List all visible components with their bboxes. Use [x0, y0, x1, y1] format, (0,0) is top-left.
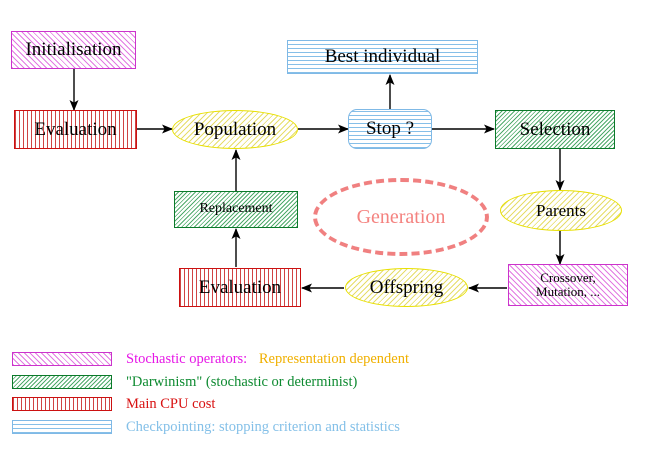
node-label: Replacement — [199, 201, 273, 217]
legend-swatch-stochastic-operators — [12, 352, 112, 366]
node-best-individual[interactable]: Best individual — [287, 40, 478, 74]
node-label: Crossover, Mutation, ... — [536, 270, 600, 299]
legend-swatch-checkpointing — [12, 420, 112, 434]
node-label: Evaluation — [198, 276, 282, 298]
node-label: Parents — [535, 200, 587, 220]
legend-row: Checkpointing: stopping criterion and st… — [12, 416, 400, 438]
node-variation[interactable]: Crossover, Mutation, ... — [508, 264, 628, 306]
node-evaluation-top[interactable]: Evaluation — [14, 110, 137, 149]
legend-swatch-darwinism — [12, 375, 112, 389]
node-selection[interactable]: Selection — [495, 110, 615, 149]
node-label: Population — [193, 118, 277, 140]
node-population[interactable]: Population — [172, 110, 298, 149]
node-offspring[interactable]: Offspring — [345, 268, 468, 307]
node-label: Generation — [356, 205, 446, 228]
legend-label: Checkpointing: stopping criterion and st… — [126, 418, 400, 435]
legend-sublabel: Representation dependent — [258, 350, 410, 367]
legend-label: Main CPU cost — [126, 395, 216, 412]
node-label: Stop ? — [365, 118, 415, 140]
legend-row: Main CPU cost — [12, 393, 215, 415]
node-label: Offspring — [369, 276, 444, 298]
node-label: Evaluation — [34, 118, 117, 140]
node-initialisation[interactable]: Initialisation — [11, 31, 136, 69]
node-label: Best individual — [324, 46, 441, 68]
node-stop[interactable]: Stop ? — [348, 109, 432, 149]
legend-row: Stochastic operators: Representation dep… — [12, 348, 409, 370]
node-parents[interactable]: Parents — [500, 190, 622, 231]
legend-label-group: Stochastic operators: Representation dep… — [126, 351, 409, 368]
legend: Stochastic operators: Representation dep… — [0, 340, 670, 465]
node-replacement[interactable]: Replacement — [174, 191, 298, 228]
node-generation: Generation — [313, 178, 489, 256]
node-label: Selection — [519, 118, 591, 140]
legend-label: "Darwinism" (stochastic or determinist) — [126, 373, 358, 390]
legend-label: Stochastic operators: — [126, 350, 248, 367]
node-evaluation-bottom[interactable]: Evaluation — [179, 268, 301, 307]
node-label: Initialisation — [25, 39, 122, 61]
legend-swatch-main-cpu-cost — [12, 397, 112, 411]
legend-row: "Darwinism" (stochastic or determinist) — [12, 371, 357, 393]
